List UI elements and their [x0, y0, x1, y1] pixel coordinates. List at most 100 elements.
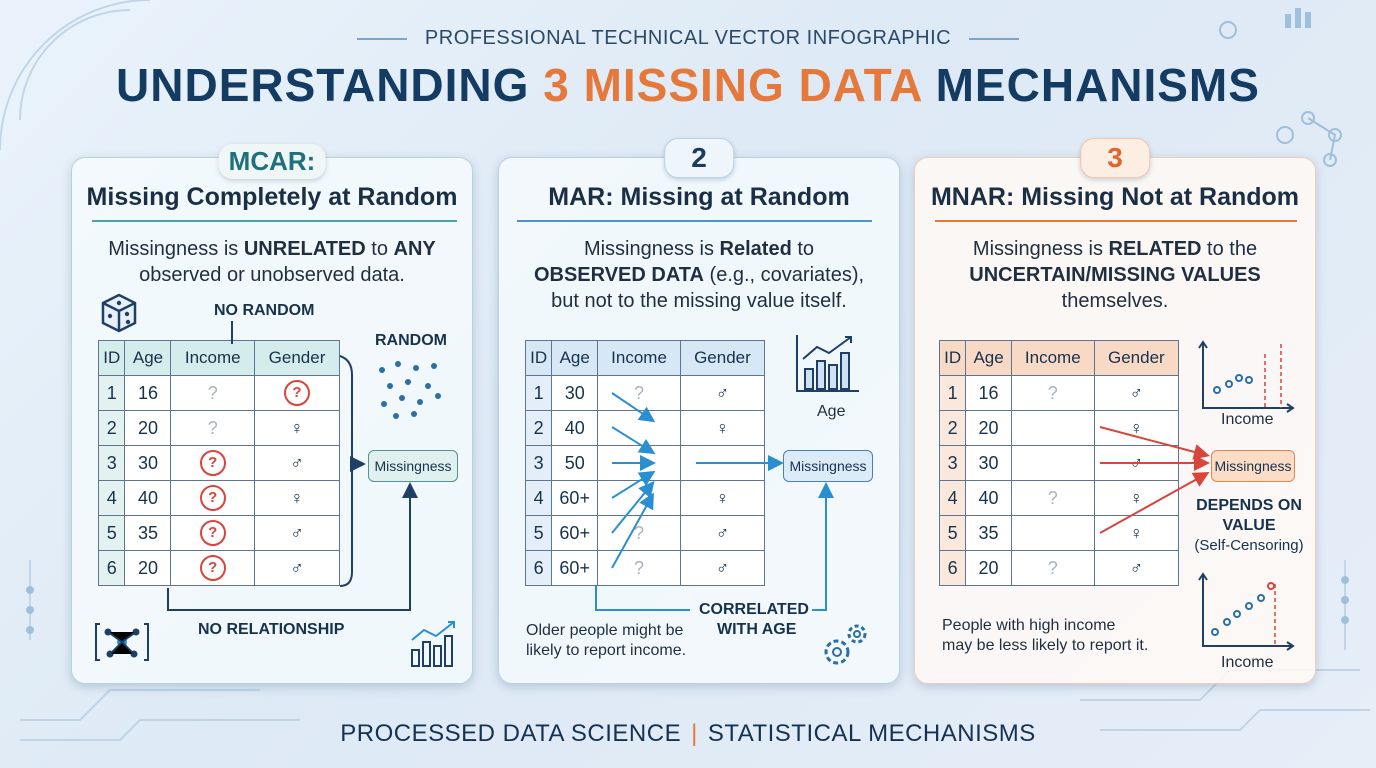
- mcar-col-id: ID: [97, 340, 126, 376]
- mar-description: Missingness is Related to OBSERVED DATA …: [499, 236, 899, 314]
- mar-cell: ♂: [679, 515, 766, 551]
- mnar-cell: 40: [965, 480, 1012, 516]
- random-dots-icon: [379, 361, 441, 419]
- footer-right: STATISTICAL MECHANISMS: [707, 720, 1036, 747]
- mnar-cell: ♂: [1093, 375, 1180, 411]
- mcar-cell: ?: [254, 375, 340, 411]
- gears-icon: [824, 624, 867, 665]
- missing-red-icon: ?: [199, 520, 226, 546]
- mar-cell: [597, 410, 681, 446]
- mar-missingness-box: Missingness: [783, 450, 873, 482]
- mar-cell: 1: [524, 375, 553, 411]
- mar-cell: 5: [524, 515, 553, 551]
- missing-red-icon: ?: [199, 485, 226, 511]
- mnar-col-id: ID: [938, 340, 967, 376]
- mnar-cell: 1: [938, 375, 967, 411]
- mar-cell: ?: [597, 550, 681, 586]
- mnar-cell: 30: [965, 445, 1012, 481]
- mnar-desc-1: Missingness is: [972, 238, 1109, 260]
- mcar-desc-b1: UNRELATED: [243, 238, 366, 260]
- mar-correlated-label: CORRELATED: [699, 601, 809, 618]
- mnar-cell: 4: [938, 480, 967, 516]
- mcar-desc-1: Missingness is: [108, 238, 244, 260]
- mcar-col-income: Income: [170, 340, 256, 376]
- network-icon: [95, 623, 149, 661]
- mcar-cell: ♀: [254, 480, 340, 516]
- footer-left: PROCESSED DATA SCIENCE: [340, 720, 682, 747]
- mcar-cell: ♀: [254, 410, 340, 446]
- mcar-description: Missingness is UNRELATED to ANY observed…: [72, 236, 472, 288]
- mar-cell: ♂: [679, 550, 766, 586]
- dice-icon: [101, 293, 137, 333]
- mar-col-id: ID: [524, 340, 553, 376]
- income-scatter-bottom-icon: [1198, 572, 1295, 651]
- mcar-tab: MCAR:: [218, 144, 326, 179]
- mnar-income-label-bottom: Income: [1221, 654, 1274, 671]
- mar-note-2: likely to report income.: [526, 642, 687, 659]
- mar-cell: [597, 445, 681, 481]
- mar-desc-2: to: [791, 238, 815, 260]
- mcar-cell: ♂: [254, 515, 340, 551]
- mcar-no-random-label: NO RANDOM: [214, 302, 315, 319]
- subtitle-right-rule: [969, 37, 1020, 40]
- mar-cell: 40: [551, 410, 599, 446]
- mnar-title: MNAR: Missing Not at Random: [930, 183, 1300, 211]
- mnar-depends-3: (Self-Censoring): [1194, 537, 1304, 554]
- mnar-cell: [1010, 445, 1095, 481]
- mnar-desc-b2: UNCERTAIN/MISSING VALUES: [969, 264, 1261, 286]
- mar-cell: ♀: [679, 410, 766, 446]
- mar-cell: 60+: [551, 480, 599, 516]
- mar-desc-b2: OBSERVED DATA: [533, 264, 704, 286]
- growth-chart-icon: [796, 335, 859, 392]
- mnar-cell: ?: [1010, 480, 1095, 516]
- mar-desc-b1: Related: [719, 238, 792, 260]
- mnar-missingness-box: Missingness: [1211, 450, 1295, 482]
- mcar-cell: ?: [170, 445, 256, 481]
- mar-note-1: Older people might be: [526, 622, 684, 639]
- mnar-cell: ?: [1010, 375, 1095, 411]
- mcar-cell: 16: [124, 375, 172, 411]
- mcar-cell: ♂: [254, 445, 340, 481]
- mnar-tab: 3: [1080, 138, 1150, 178]
- mcar-col-gender: Gender: [254, 340, 340, 376]
- mcar-title: Missing Completely at Random: [86, 183, 458, 211]
- mar-desc-1: Missingness is: [583, 238, 720, 260]
- mar-cell: 60+: [551, 515, 599, 551]
- subtitle-left-rule: [356, 37, 407, 40]
- mcar-cell: 5: [97, 515, 126, 551]
- title-part-1: UNDERSTANDING: [116, 59, 544, 111]
- page-subtitle: PROFESSIONAL TECHNICAL VECTOR INFOGRAPHI…: [0, 27, 1376, 50]
- mcar-cell: ?: [170, 375, 256, 411]
- mar-cell: 30: [551, 375, 599, 411]
- mar-col-income: Income: [597, 340, 681, 376]
- mcar-col-age: Age: [124, 340, 172, 376]
- mnar-desc-3: themselves.: [1061, 290, 1169, 312]
- mcar-cell: ?: [170, 515, 256, 551]
- mar-cell: [679, 445, 766, 481]
- mar-cell: 2: [524, 410, 553, 446]
- mcar-random-label: RANDOM: [375, 332, 447, 349]
- mar-header-row: ID Age Income Gender: [524, 340, 766, 376]
- mnar-note: People with high income may be less like…: [942, 616, 1148, 656]
- mcar-desc-b2: ANY: [393, 238, 436, 260]
- mnar-desc-2: to the: [1201, 238, 1258, 260]
- mar-tab: 2: [664, 138, 734, 178]
- mnar-note-1: People with high income: [942, 617, 1116, 634]
- mnar-cell: [1010, 410, 1095, 446]
- mnar-title-underline: [935, 220, 1297, 222]
- mar-panel: 2 MAR: Missing at Random Missingness is …: [498, 138, 900, 684]
- mar-cell: ♂: [679, 375, 766, 411]
- mnar-depends-1: DEPENDS ON: [1196, 497, 1302, 514]
- mcar-cell: ♂: [254, 550, 340, 586]
- mnar-cell: ♀: [1093, 515, 1180, 551]
- mcar-cell: 30: [124, 445, 172, 481]
